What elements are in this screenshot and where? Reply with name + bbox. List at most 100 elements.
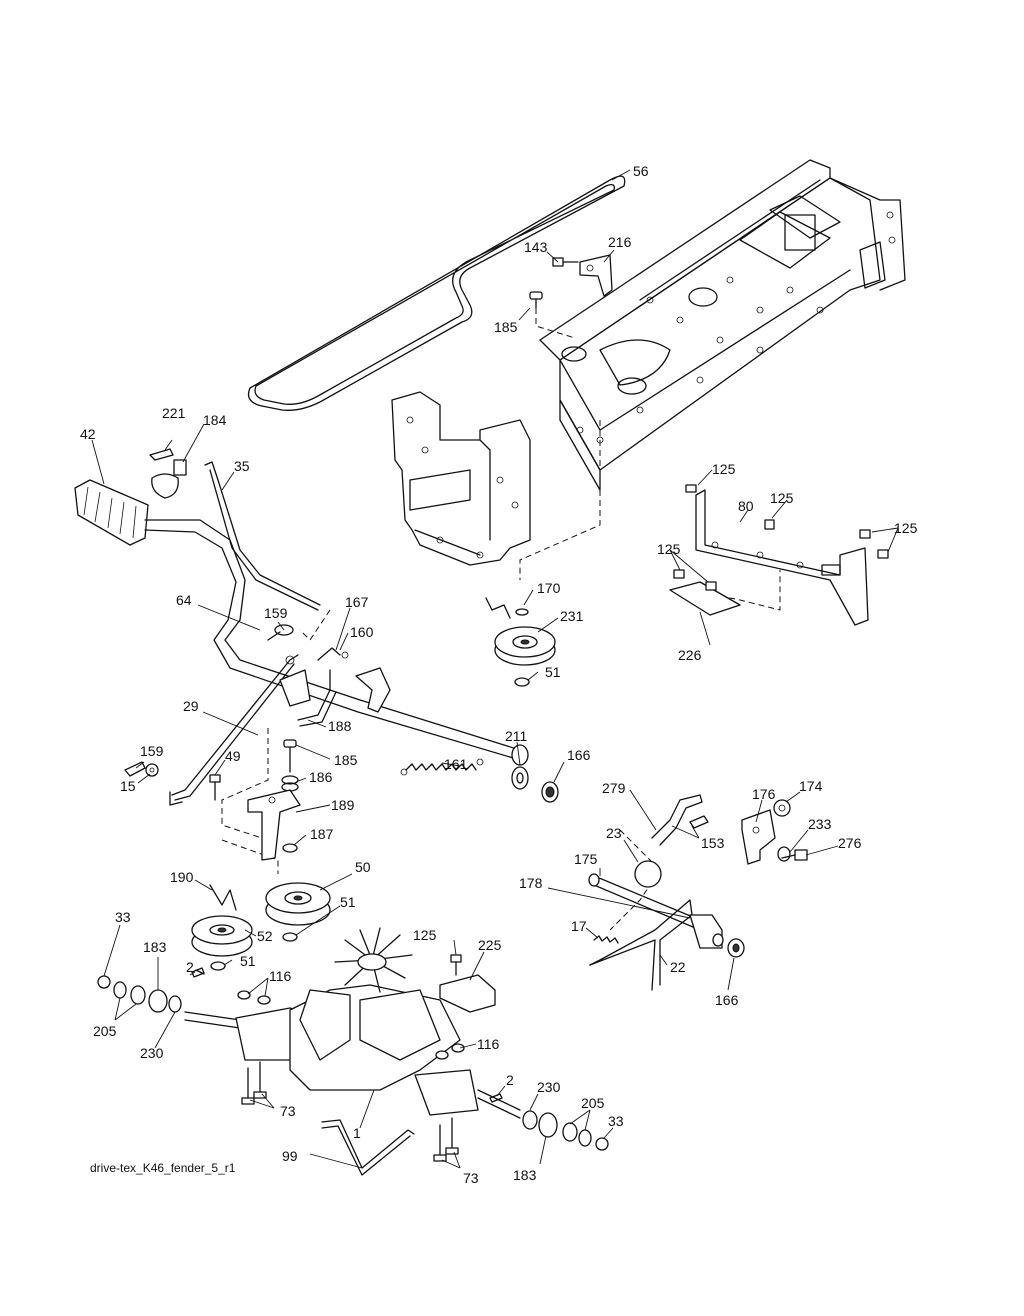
callout-51: 51 — [545, 664, 561, 680]
callout-49: 49 — [225, 748, 241, 764]
clip-159-lower — [124, 761, 146, 777]
assembly-line — [535, 308, 576, 339]
callout-216: 216 — [608, 234, 632, 250]
callout-276: 276 — [838, 835, 862, 851]
callout-211: 211 — [505, 728, 528, 744]
callout-35: 35 — [234, 458, 250, 474]
transaxle-1 — [184, 927, 521, 1119]
rod-188 — [297, 669, 337, 727]
washer-233 — [777, 846, 791, 862]
callout-143: 143 — [524, 239, 548, 255]
callout-221: 221 — [162, 405, 186, 421]
callout-116: 116 — [477, 1036, 500, 1052]
callout-170: 170 — [537, 580, 561, 596]
callout-186: 186 — [309, 769, 333, 785]
left-axle-stack — [97, 969, 205, 1013]
callout-166: 166 — [567, 747, 591, 763]
callout-183: 183 — [513, 1167, 537, 1183]
clip-159-upper — [267, 624, 294, 641]
callout-42: 42 — [80, 426, 96, 442]
assembly-line — [221, 728, 269, 841]
callout-231: 231 — [560, 608, 584, 624]
bolts-73-left — [241, 1061, 267, 1105]
grip-23 — [634, 860, 662, 888]
key-2-left — [191, 967, 205, 978]
plate-176 — [741, 809, 776, 865]
callout-184: 184 — [203, 412, 227, 428]
callout-188: 188 — [328, 718, 352, 734]
shift-assembly — [588, 873, 724, 991]
clip-221 — [149, 448, 174, 461]
callout-167: 167 — [345, 594, 369, 610]
front-bracket — [391, 391, 531, 566]
callout-1: 1 — [353, 1125, 361, 1141]
callout-233: 233 — [808, 816, 832, 832]
callout-190: 190 — [170, 869, 194, 885]
washer-174 — [773, 799, 791, 817]
pad-184 — [151, 459, 187, 499]
callout-205: 205 — [93, 1023, 117, 1039]
rod-35 — [204, 461, 321, 611]
callout-189: 189 — [331, 797, 355, 813]
callout-153: 153 — [701, 835, 725, 851]
pedal-42 — [74, 479, 149, 546]
callout-230: 230 — [140, 1045, 164, 1061]
nut-116-right — [435, 1043, 465, 1060]
callout-175: 175 — [574, 851, 598, 867]
pivot-bracket-189 — [247, 789, 301, 861]
callout-99: 99 — [282, 1148, 298, 1164]
washer-166-left — [541, 781, 559, 803]
bolt-185-top — [529, 291, 543, 309]
callout-2: 2 — [506, 1072, 514, 1088]
nut-116-left — [237, 990, 271, 1005]
callout-225: 225 — [478, 937, 502, 953]
rod-29 — [169, 654, 299, 806]
callout-166: 166 — [715, 992, 739, 1008]
callout-116: 116 — [269, 968, 292, 984]
callout-73: 73 — [463, 1170, 479, 1186]
nut-51-low — [210, 961, 226, 971]
callout-125: 125 — [894, 520, 918, 536]
callout-230: 230 — [537, 1079, 561, 1095]
clip-153 — [689, 815, 709, 829]
bolt-185 — [283, 739, 297, 773]
diagram-id: drive-tex_K46_fender_5_r1 — [90, 1161, 236, 1175]
callout-51: 51 — [240, 953, 256, 969]
arm-bracket — [279, 647, 391, 713]
callout-17: 17 — [571, 918, 587, 934]
callout-185: 185 — [334, 752, 358, 768]
callout-56: 56 — [633, 163, 649, 179]
spring-161 — [400, 758, 484, 776]
callout-51: 51 — [340, 894, 356, 910]
right-axle-stack — [522, 1110, 609, 1151]
callout-159: 159 — [140, 743, 164, 759]
pulley-231 — [485, 597, 556, 687]
washer-187 — [282, 843, 298, 853]
assembly-line — [519, 420, 601, 580]
washer-166-right — [727, 938, 745, 958]
callout-125: 125 — [770, 490, 794, 506]
pedal-shaft-64 — [144, 519, 529, 766]
chassis-frame — [539, 159, 906, 491]
bolt-143 — [552, 257, 579, 267]
callout-50: 50 — [355, 859, 371, 875]
bolts-73-right — [433, 1117, 459, 1162]
callout-187: 187 — [310, 826, 334, 842]
callout-33: 33 — [608, 1113, 624, 1129]
callout-160: 160 — [350, 624, 374, 640]
bolt-49 — [209, 774, 221, 801]
assembly-line — [299, 609, 331, 641]
callout-64: 64 — [176, 592, 192, 608]
bushing-186 — [281, 775, 299, 792]
callout-15: 15 — [120, 778, 136, 794]
callout-73: 73 — [280, 1103, 296, 1119]
lever-279 — [651, 794, 703, 846]
callout-29: 29 — [183, 698, 199, 714]
spring-17 — [593, 935, 619, 944]
leader-lines — [91, 169, 899, 1169]
callout-178: 178 — [519, 875, 543, 891]
callout-185: 185 — [494, 319, 518, 335]
callout-159: 159 — [264, 605, 288, 621]
nut-51-mid — [282, 932, 298, 942]
